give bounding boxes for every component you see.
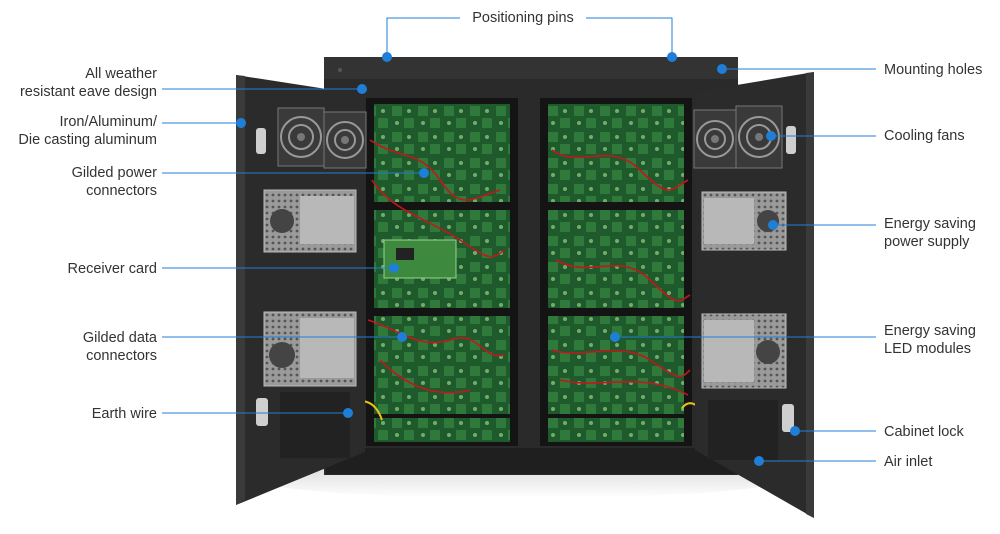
label-energy-led-modules: Energy saving LED modules (884, 323, 976, 357)
dot-earth-wire (343, 408, 353, 418)
dot-led-modules (610, 332, 620, 342)
label-all-weather: All weather resistant eave design (19, 66, 157, 100)
callout-dots (236, 52, 800, 466)
dot-positioning-pin-right (667, 52, 677, 62)
right-power-supplies (701, 191, 787, 389)
label-iron-aluminum: Iron/Aluminum/ Die casting aluminum (18, 114, 157, 148)
label-cooling-fans: Cooling fans (884, 128, 965, 144)
label-air-inlet: Air inlet (884, 454, 933, 470)
left-cooling-fans (277, 107, 367, 169)
label-positioning-pins: Positioning pins (472, 10, 574, 26)
dot-air-inlet (754, 456, 764, 466)
red-wires (367, 139, 691, 396)
dot-positioning-pin-left (382, 52, 392, 62)
dot-cooling-fans (766, 131, 776, 141)
callout-lines (162, 17, 876, 462)
dot-iron (236, 118, 246, 128)
dot-power-connectors (419, 168, 429, 178)
right-cooling-fans (693, 105, 783, 169)
label-earth-wire: Earth wire (91, 406, 157, 422)
dot-power-supply (768, 220, 778, 230)
label-gilded-power: Gilded power connectors (71, 165, 157, 199)
led-modules-right (548, 104, 684, 442)
left-lock (256, 398, 268, 426)
dot-mounting-holes (717, 64, 727, 74)
dot-eave (357, 84, 367, 94)
right-lock (782, 404, 794, 432)
label-energy-power-supply: Energy saving power supply (884, 216, 976, 250)
dot-data-connectors (397, 332, 407, 342)
label-receiver-card: Receiver card (67, 261, 157, 277)
label-gilded-data: Gilded data connectors (82, 330, 157, 364)
dot-receiver-card (389, 263, 399, 273)
label-mounting-holes: Mounting holes (884, 62, 983, 78)
label-cabinet-lock: Cabinet lock (884, 424, 964, 440)
left-power-supplies (263, 189, 357, 387)
dot-cabinet-lock (790, 426, 800, 436)
cabinet-bottom (326, 448, 736, 474)
